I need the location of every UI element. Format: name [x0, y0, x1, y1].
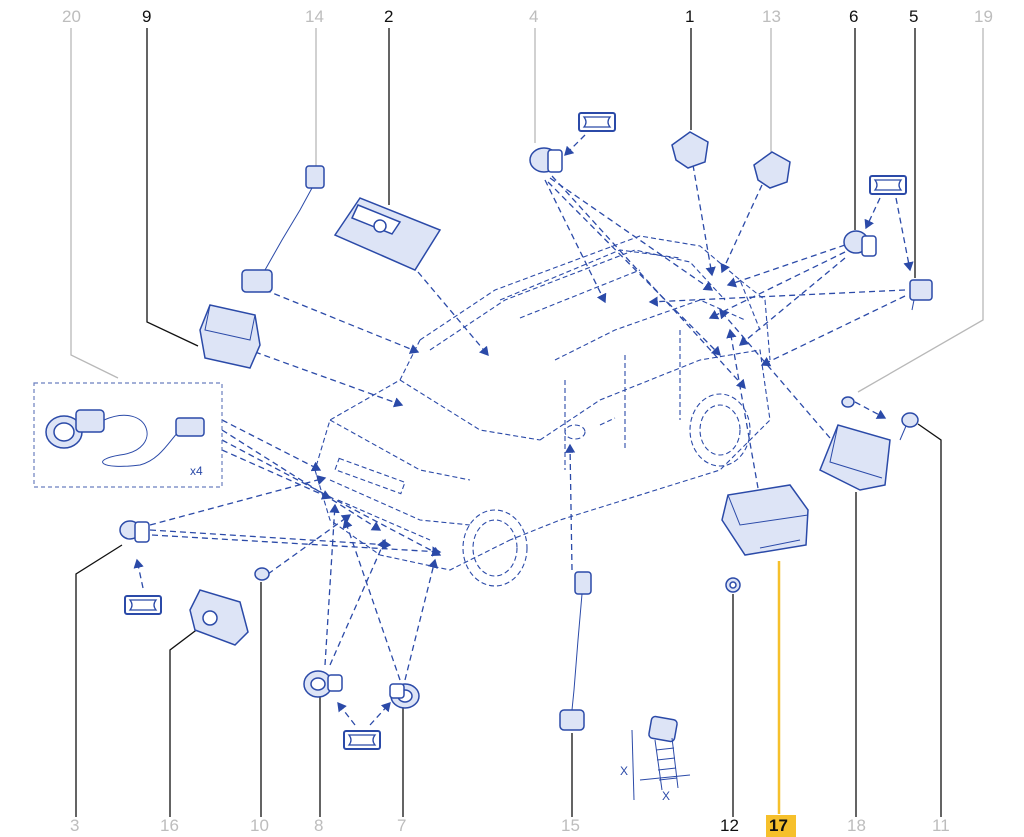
callout-12-label: 12: [720, 816, 739, 835]
fastener-dim-1: X: [620, 764, 628, 778]
part-12-nut[interactable]: [725, 577, 741, 593]
callout-19[interactable]: 19: [857, 7, 993, 393]
inset-frame: [33, 382, 223, 488]
callout-18[interactable]: 18: [847, 492, 866, 835]
callout-12[interactable]: 12: [720, 594, 739, 835]
callout-7[interactable]: 7: [397, 706, 406, 835]
part-17-module[interactable]: [721, 484, 809, 556]
callout-14-label: 14: [305, 7, 324, 26]
part-14-wiring[interactable]: [241, 165, 325, 293]
callout-14[interactable]: 14: [305, 7, 324, 166]
part-15-wiring[interactable]: [559, 571, 592, 731]
callout-8-label: 8: [314, 816, 323, 835]
callout-7-label: 7: [397, 816, 406, 835]
callout-9[interactable]: 9: [142, 7, 199, 347]
callout-16-label: 16: [160, 816, 179, 835]
callout-20[interactable]: 20: [62, 7, 119, 379]
callout-15[interactable]: 15: [561, 733, 580, 835]
callout-5[interactable]: 5: [909, 7, 918, 278]
callout-6-label: 6: [849, 7, 858, 26]
callout-9-label: 9: [142, 7, 151, 26]
connection-arrows: [133, 134, 914, 726]
callout-17-highlight: [766, 815, 796, 837]
tag-item-3: [124, 595, 162, 615]
harness-inset[interactable]: x4: [33, 382, 223, 488]
part-9-control-box[interactable]: [199, 304, 261, 369]
callout-10[interactable]: 10: [250, 582, 269, 835]
part-19-screw[interactable]: [841, 396, 855, 408]
inset-quantity: x4: [190, 464, 203, 478]
part-8-sensor[interactable]: [303, 670, 343, 698]
part-18-module[interactable]: [819, 424, 891, 491]
tag-item-8-7: [343, 730, 381, 750]
callout-6[interactable]: 6: [849, 7, 858, 230]
callout-3-label: 3: [70, 816, 79, 835]
callout-4[interactable]: 4: [529, 7, 538, 143]
callout-3[interactable]: 3: [70, 544, 123, 835]
part-3-sensor[interactable]: [119, 520, 150, 543]
callout-13[interactable]: 13: [762, 7, 781, 152]
part-13-sensor[interactable]: [753, 151, 791, 189]
vehicle-outline: [314, 235, 771, 587]
tag-item-4: [578, 112, 616, 132]
callout-2-label: 2: [384, 7, 393, 26]
part-11-screw[interactable]: [899, 412, 919, 441]
callout-1-label: 1: [685, 7, 694, 26]
part-4-sensor[interactable]: [529, 147, 563, 173]
callout-20-label: 20: [62, 7, 81, 26]
callout-18-label: 18: [847, 816, 866, 835]
callout-17[interactable]: 17: [766, 561, 796, 837]
fastener-dim-2: X: [662, 789, 670, 803]
tag-item-6-5: [869, 175, 907, 195]
part-2-module[interactable]: [333, 197, 442, 271]
callout-8[interactable]: 8: [314, 697, 323, 835]
callout-16[interactable]: 16: [160, 624, 204, 835]
callout-15-label: 15: [561, 816, 580, 835]
part-1-sensor[interactable]: [671, 131, 709, 169]
callout-17-label: 17: [769, 816, 788, 835]
callout-10-label: 10: [250, 816, 269, 835]
callout-11[interactable]: 11: [917, 423, 950, 835]
part-7-sensor[interactable]: [389, 683, 420, 709]
callout-11-label: 11: [932, 816, 950, 835]
sensor-harness-icon: [45, 409, 205, 467]
callout-19-label: 19: [974, 7, 993, 26]
part-5-sensor[interactable]: [909, 279, 933, 311]
fastener-detail: X X: [620, 715, 691, 803]
callout-5-label: 5: [909, 7, 918, 26]
callout-13-label: 13: [762, 7, 781, 26]
part-10-screw[interactable]: [254, 567, 270, 581]
part-16-camera[interactable]: [189, 589, 249, 646]
part-6-sensor[interactable]: [843, 230, 877, 257]
callout-4-label: 4: [529, 7, 538, 26]
callout-2[interactable]: 2: [384, 7, 393, 205]
callout-1[interactable]: 1: [685, 7, 694, 130]
